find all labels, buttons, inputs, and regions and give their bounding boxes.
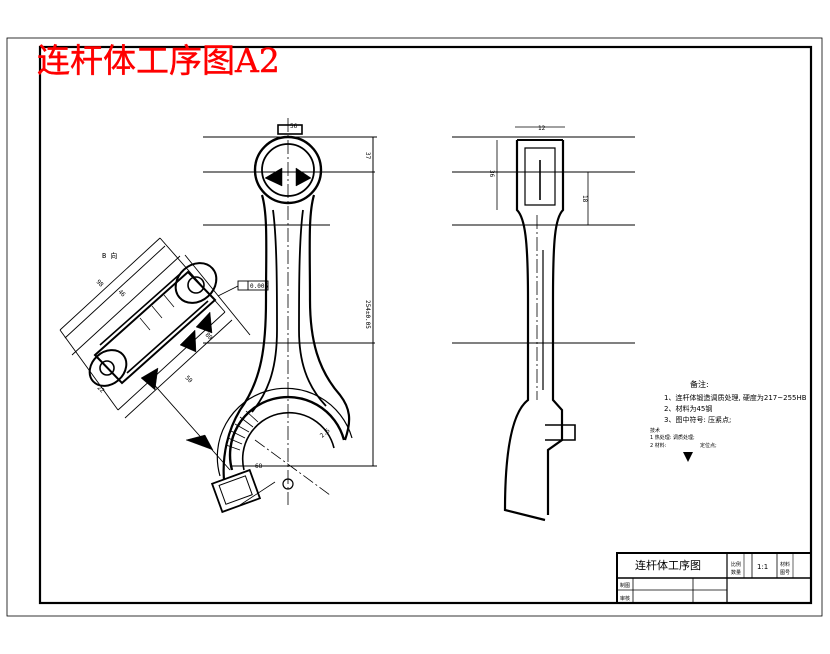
dimension-labels: B 向 0.005 37 56 254±0.05 36 18 98 46 50 … [95, 123, 588, 470]
dimension-text: 80 [204, 331, 214, 341]
note-item: 3、图中符号: 压紧点; [664, 415, 731, 424]
title-block-scale: 1:1 [757, 563, 768, 571]
title-block-cell: 材料 [780, 561, 790, 568]
dimension-text: 46 [117, 288, 127, 298]
dimension-text: 18 [581, 195, 588, 203]
note-legend: 技术 [650, 427, 660, 434]
outer-border [6, 37, 823, 617]
front-view [185, 118, 377, 514]
dimension-tolerance: 0.005 [250, 283, 268, 290]
dimension-text: 12 [538, 125, 546, 132]
notes-block: 备注: 1、连杆体锻造调质处理, 硬度为217~255HB 2、材料为45钢 3… [650, 379, 807, 462]
note-item: 2、材料为45钢 [664, 404, 712, 413]
auxiliary-view-b [59, 237, 269, 471]
dimension-text: 254±0.05 [364, 300, 371, 329]
dimension-view-label: B 向 [102, 251, 117, 260]
dimension-text: 68 [255, 463, 263, 470]
inner-frame [38, 45, 813, 605]
sheet-title: 连杆体工序图A2 [37, 41, 280, 80]
title-block-cell: 制图 [620, 582, 630, 589]
notes-heading: 备注: [690, 379, 709, 389]
dimension-text: 37 [364, 152, 371, 160]
dimension-text: 22 [96, 384, 106, 394]
note-item: 1、连杆体锻造调质处理, 硬度为217~255HB [664, 393, 807, 402]
note-legend: 定位点; [700, 442, 717, 449]
title-block-cell: 数量 [731, 569, 741, 576]
title-block-cell: 审核 [620, 595, 630, 602]
title-block [616, 552, 812, 604]
dimension-text: 50 [184, 374, 194, 384]
title-block-cell: 比例 [731, 561, 741, 568]
note-legend: 1 热处理: 调质处理; [650, 434, 695, 441]
side-view [452, 126, 635, 522]
dimension-text: 36 [488, 170, 495, 178]
dimension-text: 56 [290, 123, 298, 130]
note-legend: 2 材料: [650, 442, 667, 449]
title-block-cell: 图号 [780, 570, 790, 576]
dimension-text: 98 [95, 278, 105, 288]
title-block-drawing-name: 连杆体工序图 [635, 558, 701, 572]
